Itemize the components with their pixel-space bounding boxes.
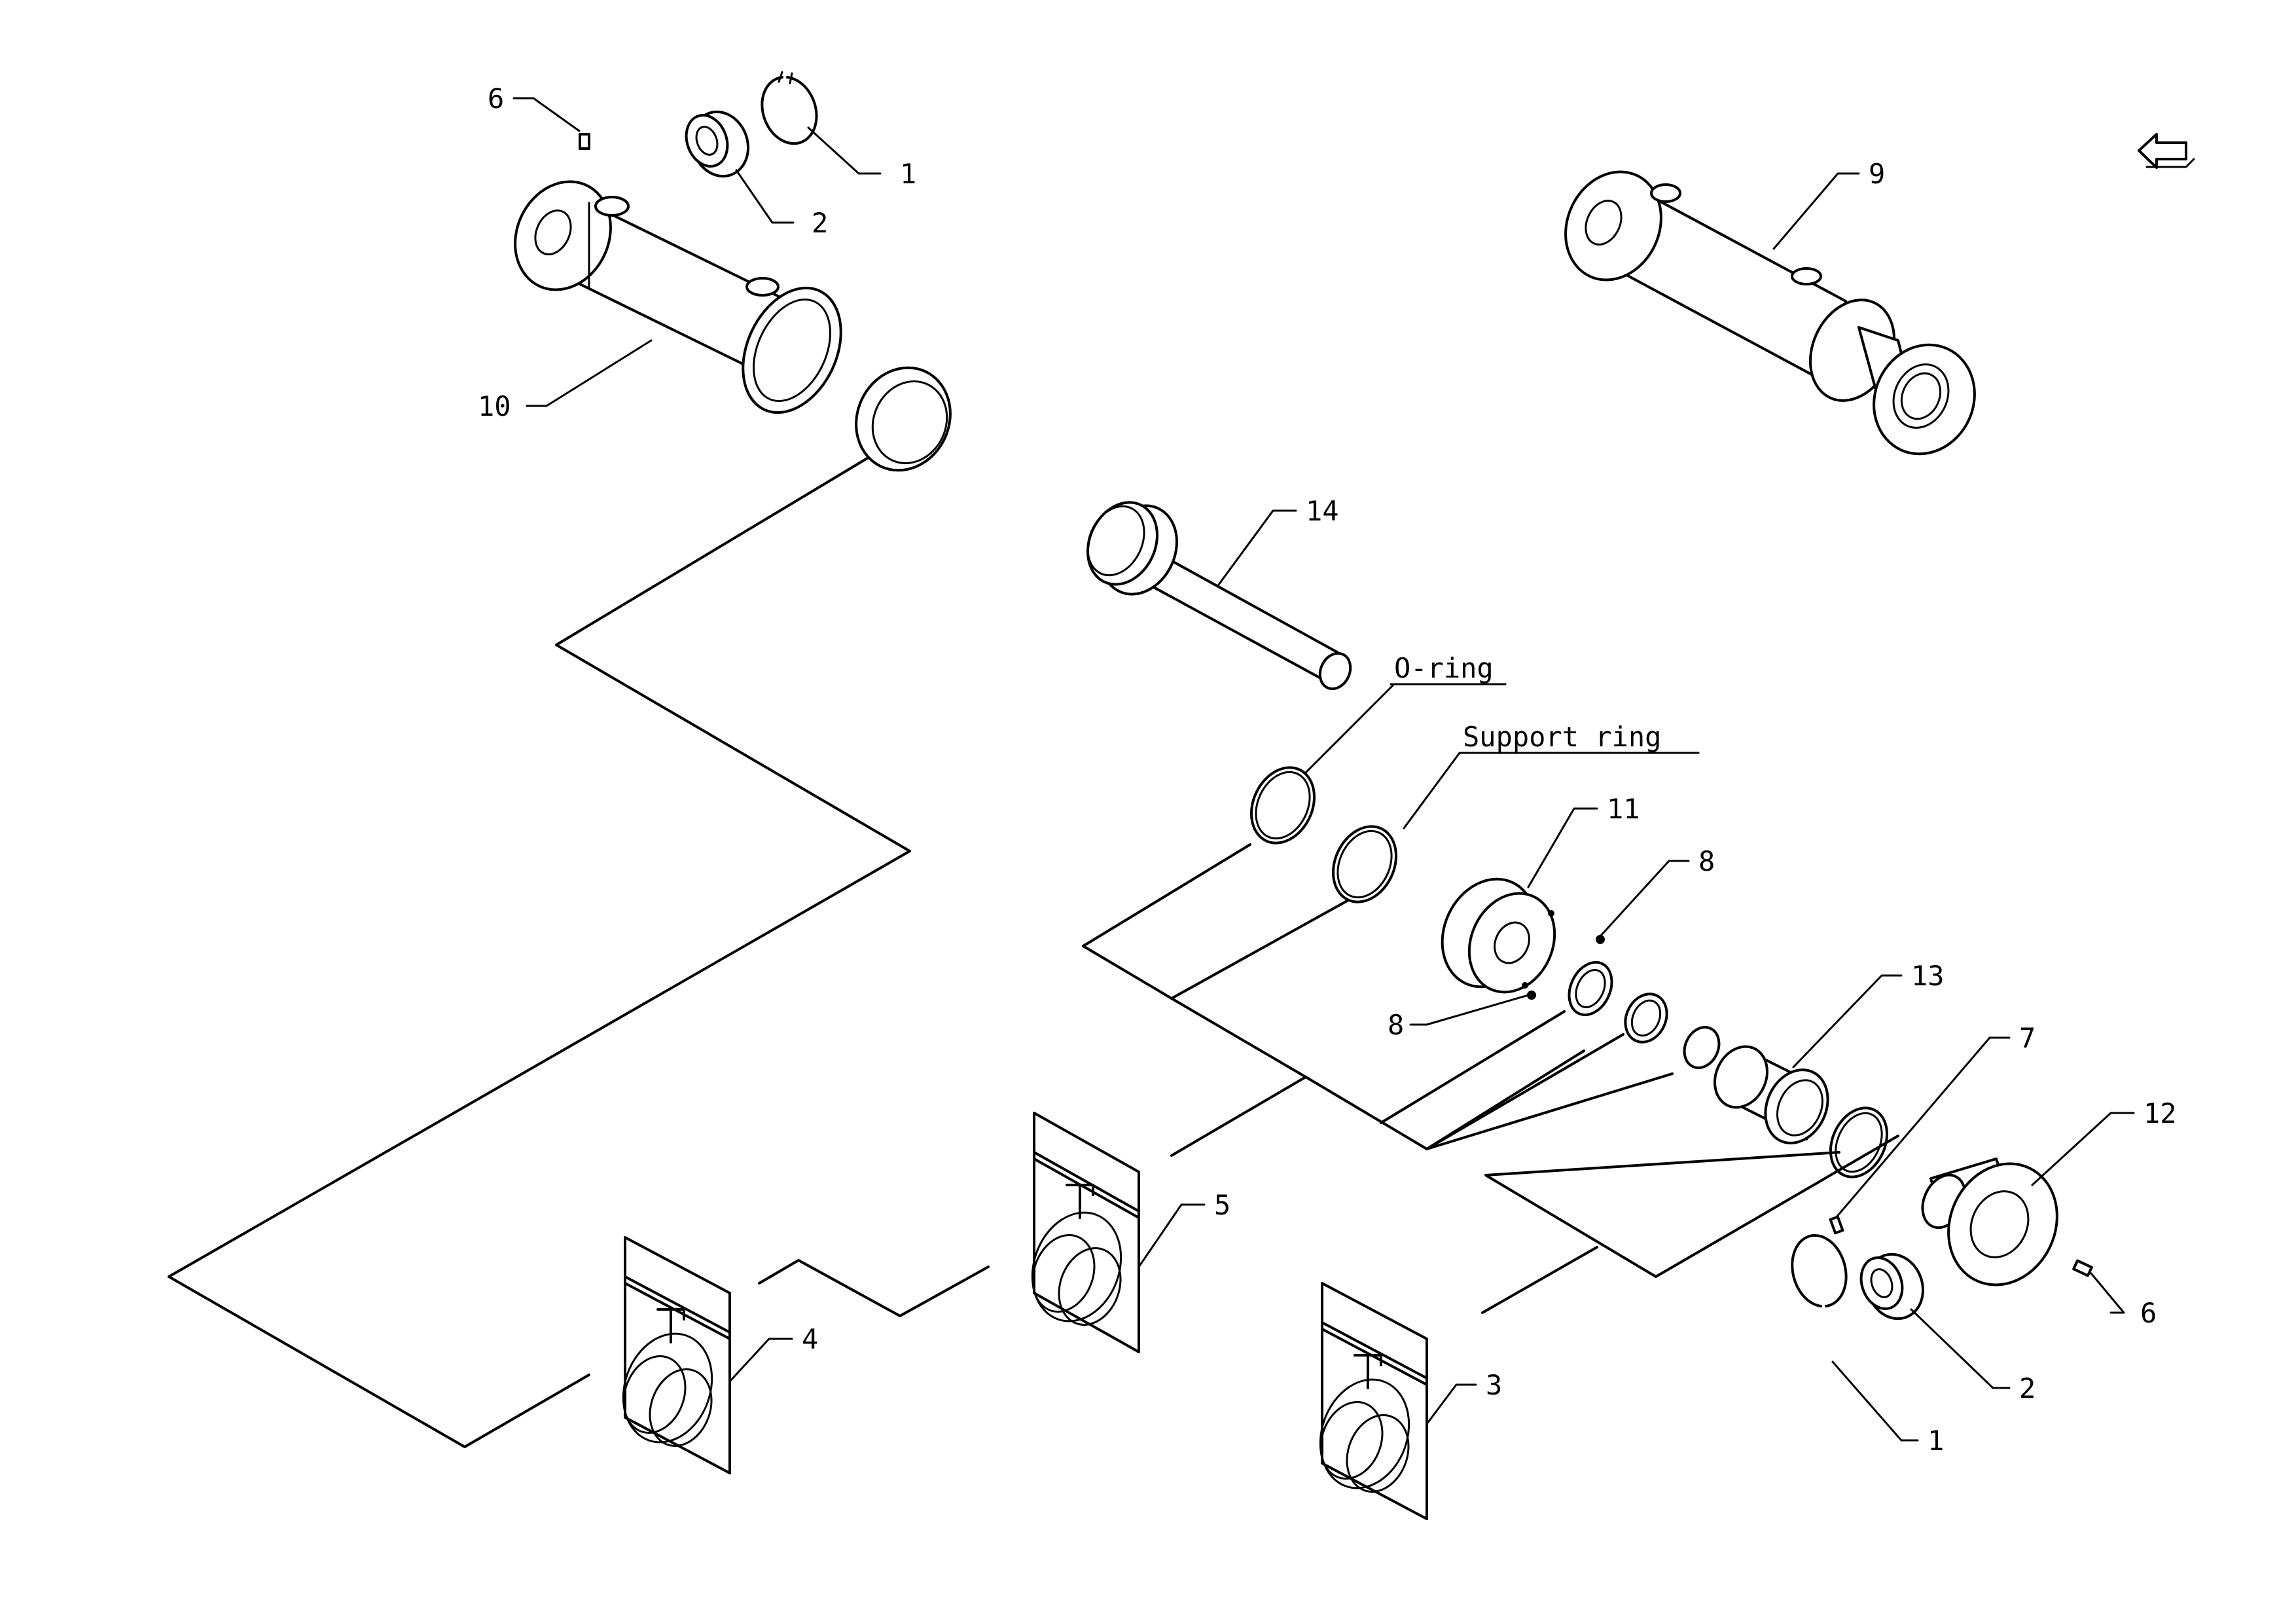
seal-ring-c bbox=[1683, 1026, 1721, 1069]
support-ring bbox=[1331, 825, 1398, 903]
label-part-4: 4 bbox=[802, 1323, 818, 1355]
label-part-12: 12 bbox=[2144, 1097, 2177, 1129]
seal-ring-a bbox=[1568, 960, 1613, 1017]
grease-nipple-top bbox=[579, 133, 590, 150]
cylinder-barrel bbox=[514, 180, 842, 414]
piston bbox=[1441, 877, 1556, 994]
label-o-ring: O-ring bbox=[1394, 652, 1494, 684]
label-part-7: 7 bbox=[2019, 1022, 2036, 1054]
rod-eye bbox=[1921, 1158, 2058, 1286]
seal-kit-5 bbox=[1031, 1112, 1140, 1353]
small-screw bbox=[1829, 1215, 1844, 1235]
set-screw-lower bbox=[1527, 991, 1536, 1000]
kit-logo-icon bbox=[1354, 1354, 1382, 1389]
kit-logo-icon bbox=[656, 1308, 685, 1343]
circlip-top bbox=[761, 71, 818, 145]
kit-5-group-line bbox=[1082, 843, 1624, 1157]
label-part-6-bottom: 6 bbox=[2140, 1297, 2157, 1329]
label-part-3: 3 bbox=[1486, 1369, 1502, 1401]
grease-nipple-bottom bbox=[2072, 1259, 2093, 1277]
wiper-ring bbox=[1829, 1106, 1889, 1178]
label-part-1-top: 1 bbox=[900, 158, 916, 190]
bushing-bottom bbox=[1859, 1252, 1925, 1321]
label-support-ring: Support ring bbox=[1463, 721, 1661, 753]
label-part-5: 5 bbox=[1214, 1189, 1230, 1221]
seal-ring-b bbox=[1624, 993, 1668, 1044]
label-part-1-bottom: 1 bbox=[1928, 1425, 1944, 1457]
set-screw-upper bbox=[1596, 935, 1605, 944]
label-part-13: 13 bbox=[1911, 960, 1945, 992]
label-part-9: 9 bbox=[1869, 158, 1885, 190]
circlip-bottom bbox=[1791, 1234, 1848, 1307]
label-part-8-lower: 8 bbox=[1388, 1009, 1404, 1041]
label-part-6-top: 6 bbox=[488, 82, 504, 115]
label-part-8-upper: 8 bbox=[1698, 845, 1715, 877]
label-part-11: 11 bbox=[1607, 793, 1640, 825]
label-part-2-bottom: 2 bbox=[2019, 1372, 2036, 1404]
seal-kit-3 bbox=[1319, 1282, 1428, 1520]
o-ring bbox=[1249, 766, 1316, 845]
label-part-2-top: 2 bbox=[812, 207, 828, 239]
kit-3-group-line bbox=[1426, 1072, 1899, 1314]
piston-rod bbox=[1086, 501, 1352, 691]
bushing-top bbox=[685, 110, 750, 178]
seal-kit-4 bbox=[622, 1236, 731, 1474]
leader-lines bbox=[512, 97, 2135, 1442]
kit-4-group-line bbox=[168, 457, 990, 1448]
return-arrow-icon[interactable] bbox=[2138, 133, 2195, 169]
cylinder-assembly bbox=[1564, 170, 1976, 456]
label-part-14: 14 bbox=[1306, 495, 1339, 527]
label-part-10: 10 bbox=[478, 390, 511, 422]
gland bbox=[1713, 1045, 1829, 1144]
guide-ring bbox=[855, 366, 952, 472]
